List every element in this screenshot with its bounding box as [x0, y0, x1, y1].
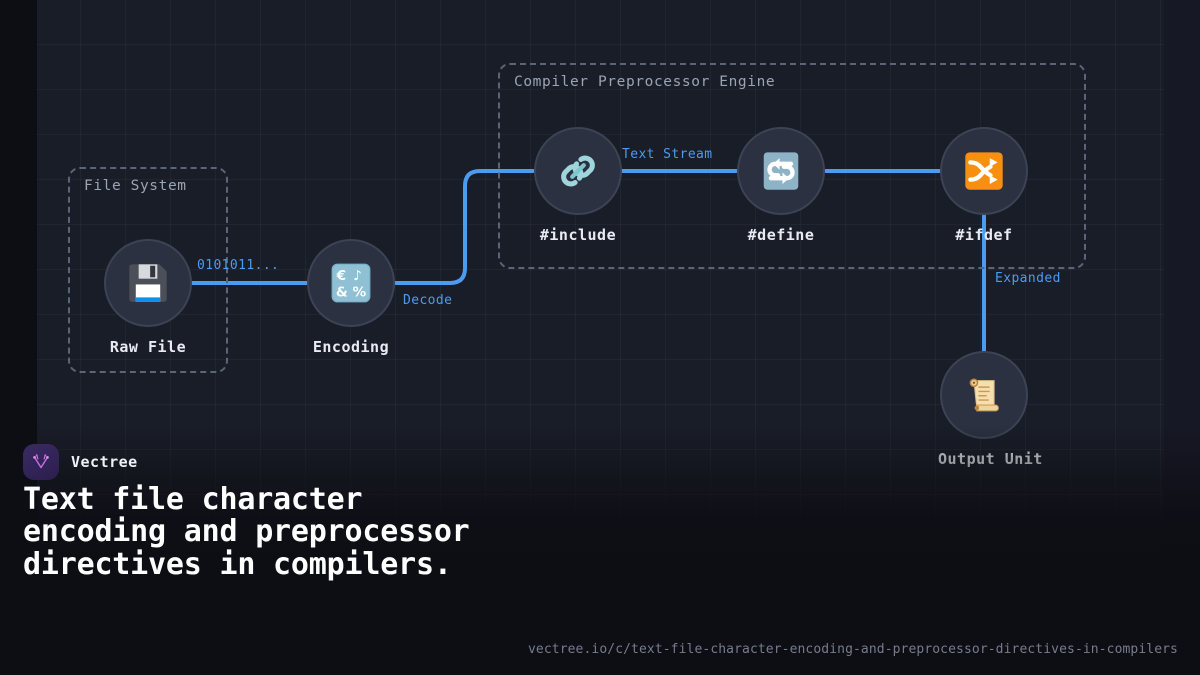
input-symbols-icon: € ♪ & % — [331, 263, 371, 303]
node-ifdef-label: #ifdef — [955, 226, 1013, 244]
edge-label-binary: 0101011... — [197, 258, 280, 273]
edge-label-text-stream: Text Stream — [622, 147, 713, 162]
edge-encoding-include — [394, 169, 535, 285]
edge-label-expanded: Expanded — [995, 271, 1061, 286]
node-encoding-label: Encoding — [312, 338, 390, 356]
svg-text:%: % — [352, 285, 366, 301]
chain-link-icon — [561, 155, 595, 187]
node-raw-file-circle[interactable] — [104, 239, 192, 327]
vectree-v-glyph-icon — [33, 454, 49, 469]
page-title: Text file character encoding and preproc… — [23, 482, 470, 582]
group-file-system[interactable]: File System — [68, 167, 228, 373]
node-encoding-circle[interactable]: € ♪ & % — [307, 239, 395, 327]
node-include-circle[interactable] — [534, 127, 622, 215]
node-raw-file-label: Raw File — [109, 338, 187, 356]
brand-name: Vectree — [71, 453, 138, 471]
brand-row[interactable]: Vectree — [23, 444, 138, 480]
node-include-label: #include — [539, 226, 617, 244]
node-define-label: #define — [747, 226, 815, 244]
scroll-icon — [969, 378, 999, 412]
svg-text:&: & — [336, 285, 348, 301]
group-label-file-system: File System — [84, 178, 187, 194]
node-raw-file[interactable]: Raw File — [102, 239, 194, 356]
node-include[interactable]: #include — [532, 127, 624, 244]
edge-label-decode: Decode — [403, 293, 453, 308]
node-define[interactable]: #define — [735, 127, 827, 244]
repeat-arrows-icon — [763, 152, 799, 190]
floppy-disk-icon — [129, 264, 167, 302]
vectree-v-logo-icon — [23, 444, 59, 480]
node-encoding[interactable]: € ♪ & % Encoding — [305, 239, 397, 356]
svg-text:♪: ♪ — [353, 268, 362, 284]
node-define-circle[interactable] — [737, 127, 825, 215]
footer-url: vectree.io/c/text-file-character-encodin… — [528, 642, 1178, 657]
node-ifdef-circle[interactable] — [940, 127, 1028, 215]
group-compiler-preprocessor-engine[interactable]: Compiler Preprocessor Engine — [498, 63, 1086, 269]
shuffle-arrows-icon — [965, 152, 1003, 190]
node-ifdef[interactable]: #ifdef — [938, 127, 1030, 244]
text-scrim — [0, 425, 1200, 675]
group-label-compiler-preprocessor-engine: Compiler Preprocessor Engine — [514, 74, 776, 90]
svg-text:€: € — [336, 268, 347, 284]
